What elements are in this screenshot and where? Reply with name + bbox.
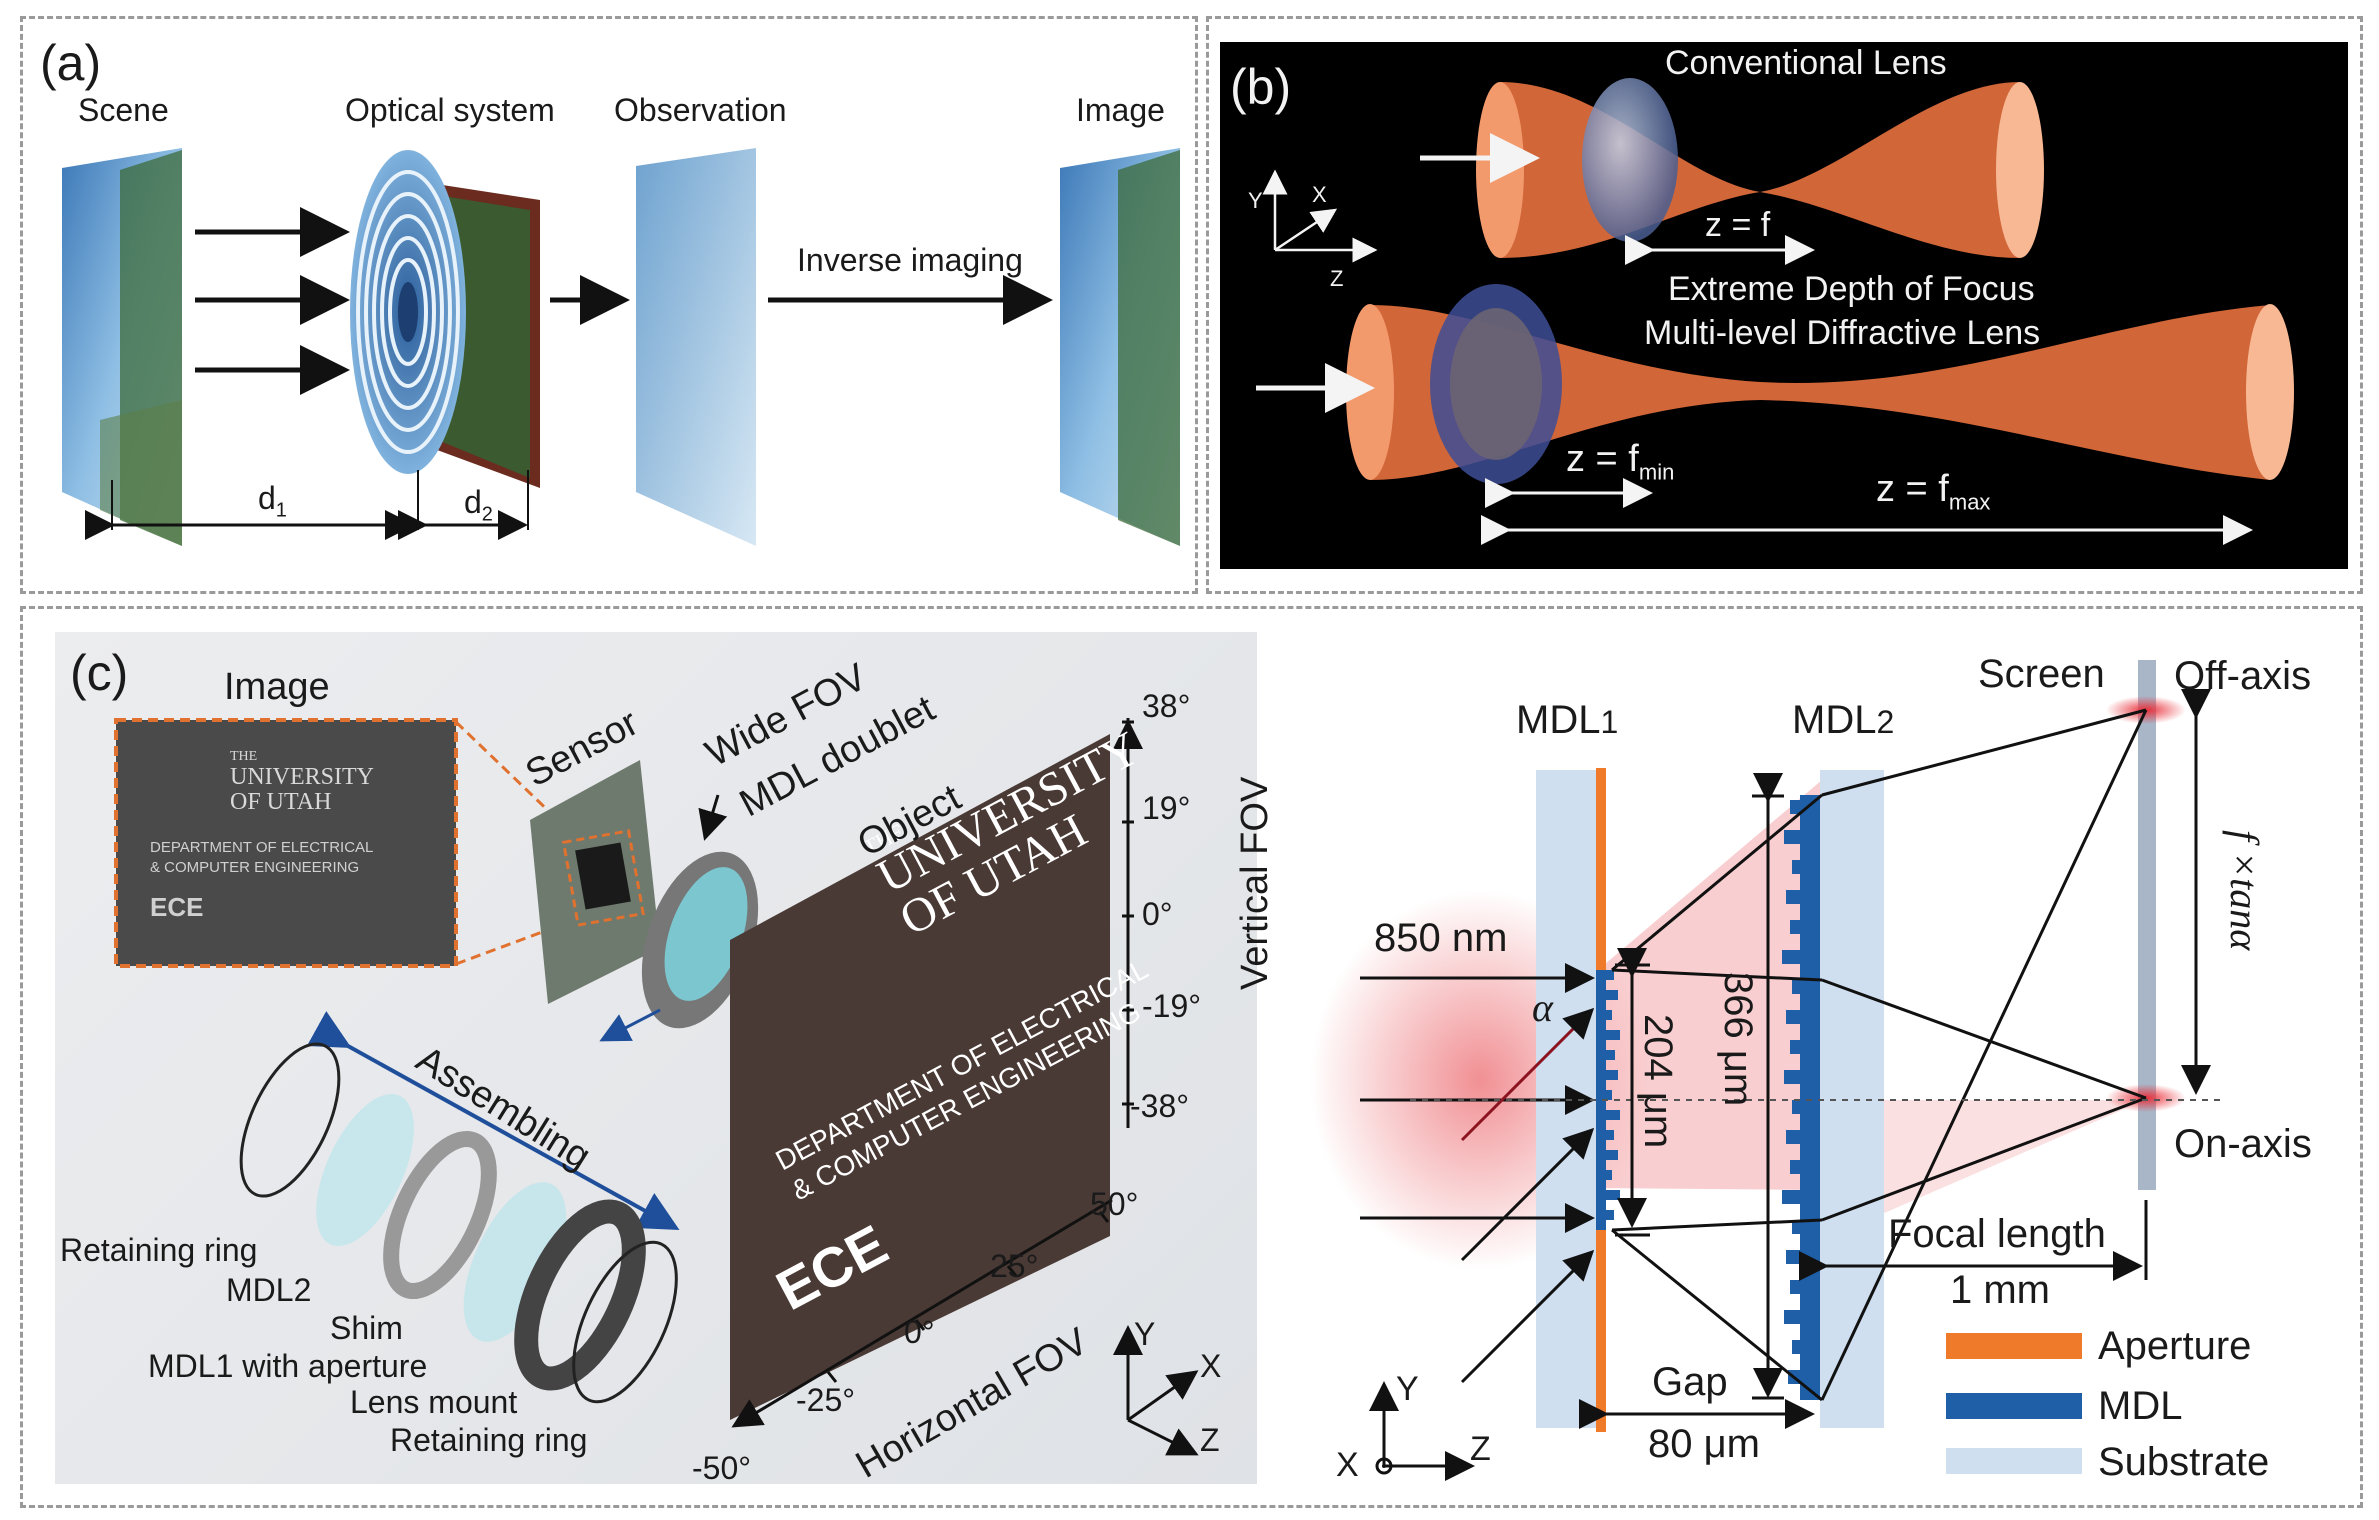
mdl-doublet [641,851,759,1029]
axis-x-label: X [1312,182,1327,207]
inset-image-label: Image [224,666,330,708]
part-retaining-ring-2: Retaining ring [390,1422,588,1458]
mdl-title-line2: Multi-level Diffractive Lens [1644,314,2041,352]
part-mdl1: MDL1 with aperture [148,1348,428,1384]
gap-label: Gap [1652,1360,1728,1404]
screen-label: Screen [1978,652,2105,696]
v-tick-0: 0° [1142,896,1173,932]
inverse-imaging-label: Inverse imaging [797,242,1023,278]
alpha-label: α [1532,985,1553,1030]
wavelength-label: 850 nm [1374,916,1508,960]
sensor-board [530,760,660,1004]
f-tan-label: f ×tanα [2222,830,2267,951]
off-axis-label: Off-axis [2174,654,2312,698]
mdl2-profile [1782,795,1820,1400]
panel-a [20,16,1198,594]
d1-label: d1 [258,480,287,522]
inset-univ: THE UNIVERSITY OF UTAH [230,749,374,815]
mdl-size-label: 366 μm [1716,972,1760,1107]
part-lens-mount: Lens mount [350,1384,518,1420]
focal-length-label: Focal length [1888,1212,2106,1256]
panel-b-label: (b) [1230,59,1292,115]
exploded-parts [239,1042,678,1404]
part-retaining-ring-1: Retaining ring [60,1232,258,1268]
mdl-title-line1: Extreme Depth of Focus [1668,270,2035,308]
mdl1-label: MDL1 [1516,698,1619,742]
panel-b-background [1220,42,2348,569]
c-axis-x: X [1200,1348,1222,1384]
part-shim: Shim [330,1310,403,1346]
inset-ece: ECE [150,892,204,922]
panel-a-label: (a) [40,35,102,91]
optical-system-label: Optical system [345,92,555,128]
legend-aperture-label: Aperture [2098,1324,2252,1368]
z-f-label: z = f [1705,206,1771,244]
v-tick-neg19: -19° [1142,988,1202,1024]
legend-substrate-swatch [1946,1448,2082,1474]
scene-label: Scene [78,92,169,128]
panel-b [1206,16,2363,594]
cr-axis-y: Y [1396,1370,1419,1408]
inset-dept: DEPARTMENT OF ELECTRICAL & COMPUTER ENGI… [150,839,374,876]
assembling-arrow [306,1011,680,1230]
h-tick-neg25: -25° [796,1382,856,1418]
legend-mdl-swatch [1946,1393,2082,1419]
axis-z-label: Z [1330,266,1344,291]
v-tick-neg38: -38° [1130,1088,1190,1124]
captured-image [116,720,456,966]
substrate-2 [1820,770,1884,1428]
cr-axis-x: X [1336,1446,1359,1484]
mdl1-profile [1596,970,1620,1230]
z-fmin-label: z = fmin [1566,438,1675,485]
image-label: Image [1076,92,1165,128]
mdl-beam [1346,284,2294,484]
v-tick-19: 19° [1142,790,1191,826]
legend-mdl-label: MDL [2098,1384,2183,1428]
h-tick-50: 50° [1090,1186,1139,1222]
d2-label: d2 [464,484,493,526]
c-axis-y: Y [1134,1316,1156,1352]
panel-c [20,606,2363,1508]
object-board [730,734,1110,1420]
observation-image [636,148,756,546]
diffractive-lens [350,150,466,474]
conventional-lens-label: Conventional Lens [1665,44,1947,82]
axis-y-label: Y [1248,188,1263,213]
aperture-size-label: 204 μm [1636,1014,1680,1149]
legend-substrate-label: Substrate [2098,1440,2270,1484]
legend-aperture-swatch [1946,1333,2082,1359]
h-tick-neg50: -50° [692,1450,752,1486]
v-tick-38: 38° [1142,688,1191,724]
on-axis-label: On-axis [2174,1122,2312,1166]
c-axis-z: Z [1200,1422,1220,1458]
mdl2-label: MDL2 [1792,698,1895,742]
panel-c-label: (c) [70,645,129,701]
reconstructed-image [1060,148,1180,546]
observation-label: Observation [614,92,787,128]
h-tick-0: 0° [904,1314,935,1350]
conventional-lens [1582,78,1678,242]
focal-value-label: 1 mm [1950,1268,2050,1312]
screen [2138,660,2156,1190]
cr-axis-z: Z [1470,1430,1491,1468]
h-tick-25: 25° [990,1248,1039,1284]
z-fmax-label: z = fmax [1876,468,1991,515]
part-mdl2: MDL2 [226,1272,312,1308]
gap-value-label: 80 μm [1648,1422,1760,1466]
scene-image [62,148,182,546]
